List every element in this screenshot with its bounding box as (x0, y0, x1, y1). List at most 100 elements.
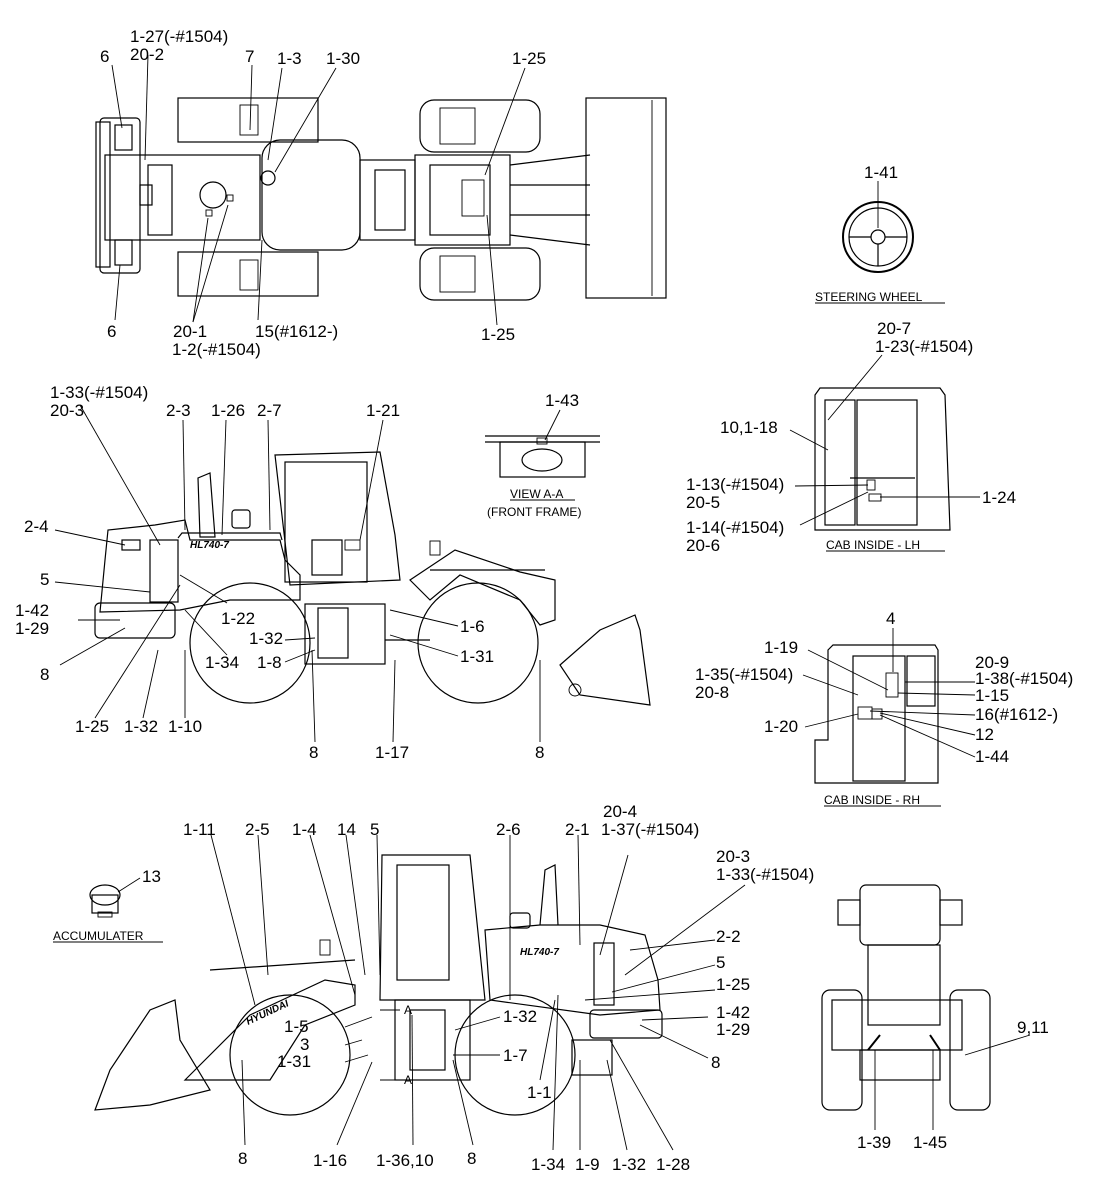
callout-label: 8 (535, 743, 544, 762)
callout-label: 1-8 (257, 653, 282, 672)
callout-label: 1-16 (313, 1151, 347, 1170)
callout-label: 2-5 (245, 820, 270, 839)
callout-label: 2-2 (716, 927, 741, 946)
callout-label: 7 (245, 47, 254, 66)
callout-label: 20-7 (877, 319, 911, 338)
cab-inside-rh-figure (814, 644, 939, 784)
callout-label: 1-34 (205, 653, 239, 672)
callout-label: 1-42 (716, 1003, 750, 1022)
section-arrow-a-lower: A (404, 1073, 412, 1087)
callout-label: 1-3 (277, 49, 302, 68)
callout-label: 1-38(-#1504) (975, 669, 1073, 688)
callout-label: 1-24 (982, 488, 1016, 507)
callout-label: 1-27(-#1504) (130, 27, 228, 46)
callout-label: 8 (238, 1149, 247, 1168)
caption-view-aa: VIEW A-A (510, 487, 563, 501)
callout-label: 1-31 (460, 647, 494, 666)
view-aa-figure (485, 435, 600, 478)
callout-label: 1-44 (975, 747, 1009, 766)
callout-label: 1-20 (764, 717, 798, 736)
callout-label: 1-37(-#1504) (601, 820, 699, 839)
callout-label: 1-33(-#1504) (50, 383, 148, 402)
callout-label: 1-23(-#1504) (875, 337, 973, 356)
callout-label: 20-3 (716, 847, 750, 866)
callout-label: 20-1 (173, 322, 207, 341)
callout-label: 1-39 (857, 1133, 891, 1152)
callout-label: 1-25 (716, 975, 750, 994)
callout-label: 1-15 (975, 686, 1009, 705)
callout-label: 1-26 (211, 401, 245, 420)
callout-label: 15(#1612-) (255, 322, 338, 341)
callout-label: 8 (467, 1149, 476, 1168)
caption-front-frame: (FRONT FRAME) (487, 505, 581, 519)
callout-label: 1-33(-#1504) (716, 865, 814, 884)
callout-label: 1-45 (913, 1133, 947, 1152)
caption-steering-wheel: STEERING WHEEL (815, 290, 923, 304)
callout-label: 13 (142, 867, 161, 886)
callout-label: 20-2 (130, 45, 164, 64)
callout-label: 1-4 (292, 820, 317, 839)
callout-label: 20-6 (686, 536, 720, 555)
callout-label: 1-10 (168, 717, 202, 736)
caption-cab-inside-lh: CAB INSIDE - LH (826, 538, 920, 552)
model-badge-lh: HL740-7 (190, 540, 229, 551)
callout-label: 1-29 (15, 619, 49, 638)
callout-label: 2-7 (257, 401, 282, 420)
caption-cab-inside-rh: CAB INSIDE - RH (824, 793, 920, 807)
accumulater-icon (89, 884, 121, 918)
top-view-loader (95, 97, 667, 301)
callout-label: 1-43 (545, 391, 579, 410)
callout-label: 20-3 (50, 401, 84, 420)
callout-label: 4 (886, 609, 895, 628)
callout-label: 12 (975, 725, 994, 744)
callout-label: 1-6 (460, 617, 485, 636)
callout-label: 2-3 (166, 401, 191, 420)
callout-label: 1-9 (575, 1155, 600, 1174)
side-view-lh (94, 451, 651, 706)
callout-label: 1-34 (531, 1155, 565, 1174)
callout-label: 1-2(-#1504) (172, 340, 261, 359)
callout-label: 1-42 (15, 601, 49, 620)
callout-label: 10,1-18 (720, 418, 778, 437)
callout-label: 20-4 (603, 802, 637, 821)
callout-label: 1-35(-#1504) (695, 665, 793, 684)
callout-label: 1-25 (512, 49, 546, 68)
callout-label: 1-32 (503, 1007, 537, 1026)
callout-label: 6 (100, 47, 109, 66)
cab-inside-lh-figure (814, 387, 951, 531)
callout-label: 1-30 (326, 49, 360, 68)
callout-label: 1-31 (277, 1052, 311, 1071)
callout-label: 5 (716, 953, 725, 972)
callout-label: 1-32 (124, 717, 158, 736)
callout-label: 1-7 (503, 1046, 528, 1065)
section-arrow-a-upper: A (404, 1003, 412, 1017)
callout-label: 1-36,10 (376, 1151, 434, 1170)
callout-label: 14 (337, 820, 356, 839)
callout-label: 1-25 (481, 325, 515, 344)
callout-label: 5 (370, 820, 379, 839)
callout-label: 1-1 (527, 1083, 552, 1102)
callout-label: 2-4 (24, 517, 49, 536)
callout-label: 1-14(-#1504) (686, 518, 784, 537)
callout-label: 1-19 (764, 638, 798, 657)
callout-label: 1-11 (183, 820, 216, 839)
callout-label: 8 (711, 1053, 720, 1072)
callout-label: 2-1 (565, 820, 590, 839)
callout-label: 1-29 (716, 1020, 750, 1039)
callout-label: 5 (40, 570, 49, 589)
callout-label: 20-5 (686, 493, 720, 512)
callout-label: 20-8 (695, 683, 729, 702)
callout-labels: 1-27(-#1504) 20-2 6 7 1-3 1-30 1-25 6 20… (15, 27, 1073, 1174)
rear-view-loader (821, 884, 991, 1111)
callout-label: 1-5 (284, 1017, 309, 1036)
callout-label: 1-17 (375, 743, 409, 762)
callout-label: 1-41 (864, 163, 898, 182)
leader-lines (54, 54, 1031, 1151)
callout-label: 1-25 (75, 717, 109, 736)
callout-label: 2-6 (496, 820, 521, 839)
callout-label: 8 (40, 665, 49, 684)
callout-label: 16(#1612-) (975, 705, 1058, 724)
callout-label: 6 (107, 322, 116, 341)
